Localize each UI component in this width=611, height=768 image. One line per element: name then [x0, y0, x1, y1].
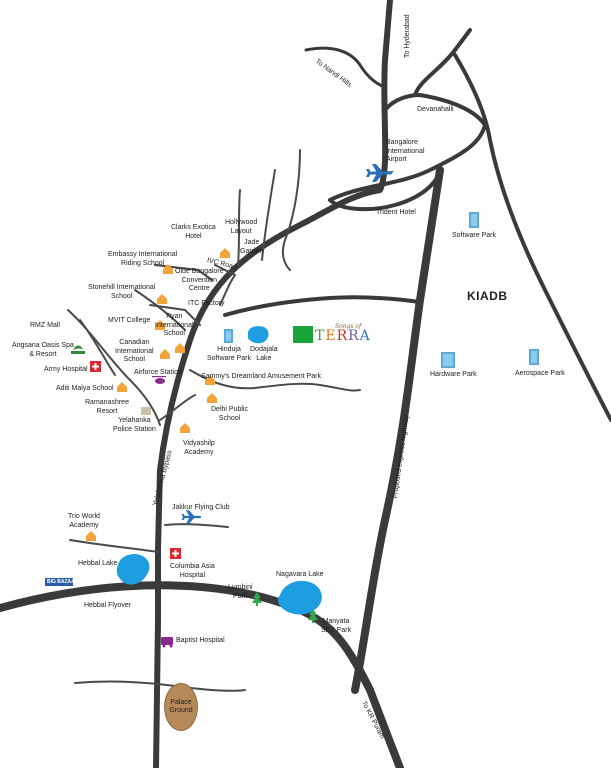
- airforce-helicopter-icon: [152, 376, 166, 384]
- label-hebbal-flyover: Hebbal Flyover: [84, 602, 132, 609]
- lumbini-park-tree-icon: [252, 592, 262, 606]
- software-park-building-icon: [469, 212, 479, 228]
- label-to-hyderabad: To Hyderabad: [404, 14, 411, 58]
- label-hardware-park: Hardware Park: [430, 371, 477, 378]
- logo-letter: A: [359, 328, 371, 344]
- road-proposed-highway: [351, 166, 444, 694]
- label-embassy-riding: Embassy International Riding School: [108, 251, 178, 267]
- road-east-2: [413, 48, 457, 97]
- logo-letter: R: [348, 328, 360, 344]
- label-itc-factory: ITC Factory: [188, 300, 225, 307]
- label-angsana: Angsana Oasis Spa & Resort: [12, 342, 74, 358]
- school-icon-sammys: [205, 375, 215, 385]
- label-aditi-malya: Aditi Malya School: [56, 385, 114, 392]
- logo-letter: T: [315, 328, 326, 344]
- label-olde-bangalore: Olde Bangalore Convention Centre: [175, 268, 224, 292]
- logo-letter: R: [336, 328, 349, 344]
- label-canadian-school: Canadian International School: [115, 339, 154, 363]
- baptist-hospital-icon: [161, 637, 173, 648]
- label-jade-garden: Jade Garden: [240, 239, 264, 255]
- label-palace-ground: Palace Ground: [169, 699, 193, 714]
- label-hinduja: Hinduja Software Park: [207, 346, 251, 362]
- label-dodajala: Dodajala Lake: [250, 346, 278, 362]
- palace-ground-marker: Palace Ground: [164, 683, 198, 731]
- spa-icon: [71, 345, 85, 354]
- label-stonehill: Stonehill International School: [88, 284, 156, 300]
- label-vidyashilp: Vidyashilp Academy: [183, 440, 215, 456]
- terra-logo-tagline: Songs of: [335, 323, 362, 330]
- label-columbia-asia: Columbia Asia Hospital: [170, 563, 215, 579]
- road-terra: [223, 295, 422, 317]
- label-ryan-school: Ryan International School: [155, 313, 194, 337]
- label-lumbini-park: Lumbini Park: [228, 584, 253, 600]
- label-ramanashree: Ramanashree Resort: [85, 399, 129, 415]
- label-aerospace-park: Aerospace Park: [515, 370, 565, 377]
- road-nandi-hills: [304, 46, 387, 89]
- police-station-icon: [141, 407, 151, 415]
- school-icon-embassy: [163, 264, 173, 274]
- school-icon-delhi: [207, 393, 217, 403]
- terra-location-marker: [293, 326, 313, 343]
- school-icon-vidyashilp: [180, 423, 190, 433]
- label-kiadb: KIADB: [467, 289, 508, 303]
- road-east-1: [453, 53, 611, 422]
- school-icon-mvit: [155, 320, 165, 330]
- army-hospital-icon: [90, 361, 101, 372]
- label-software-park: Software Park: [452, 232, 496, 239]
- road-hebbal-flyover: [0, 581, 404, 768]
- school-icon-canadian: [160, 349, 170, 359]
- label-bangalore-airport: Bangalore International Airport: [386, 139, 425, 163]
- nagavara-lake: [278, 580, 322, 615]
- school-icon-stonehill: [157, 294, 167, 304]
- hebbal-lake: [116, 554, 150, 585]
- big-bazaar-badge: [45, 578, 73, 586]
- jakkur-airplane-icon: [181, 510, 201, 524]
- hinduja-building-icon: [224, 329, 233, 343]
- airport-airplane-icon: [366, 164, 394, 182]
- school-icon-trio: [86, 531, 96, 541]
- aerospace-park-building-icon: [529, 349, 539, 365]
- school-icon-olde-bangalore: [220, 248, 230, 258]
- label-devanahalli: Devanahalli: [417, 106, 454, 113]
- label-sammys: Sammy's Dreamland Amusement Park: [201, 373, 321, 380]
- logo-letter: E: [325, 328, 337, 344]
- label-hebbal-lake: Hebbal Lake: [78, 560, 118, 567]
- label-trident-hotel: Trident Hotel: [376, 209, 416, 216]
- columbia-asia-hospital-icon: [170, 548, 181, 559]
- road-airport-link: [328, 170, 442, 212]
- label-hollywood-layout: Hollywood Layout: [225, 219, 258, 235]
- label-clarks-exotica: Clarks Exotica Hotel: [171, 224, 216, 240]
- school-icon-ryan: [175, 343, 185, 353]
- label-mvit-college: MVIT College: [108, 317, 151, 324]
- hardware-park-building-icon: [441, 352, 455, 368]
- dodajala-lake: [248, 326, 269, 344]
- road-airport-main: [153, 0, 393, 768]
- label-airforce-station: Airforce Station: [134, 369, 182, 376]
- label-manyata: Manyata SEZ Park: [321, 618, 351, 634]
- label-trio-world: Trio World Academy: [68, 513, 100, 529]
- label-jakkur: Jakkur Flying Club: [172, 504, 230, 511]
- terra-logo-wordmark: TERRA: [315, 328, 371, 344]
- label-delhi-public: Delhi Public School: [211, 406, 248, 422]
- label-army-hospital: Army Hospital: [44, 366, 88, 373]
- label-baptist-hospital: Baptist Hospital: [176, 637, 225, 644]
- label-rmz-mall: RMZ Mall: [30, 322, 60, 329]
- terra-logo: Songs of TERRA: [315, 323, 371, 344]
- label-yelahanka-police: Yelahanka Police Station: [113, 417, 156, 433]
- school-icon-aditi: [117, 382, 127, 392]
- road-east-3: [453, 28, 472, 52]
- label-nagavara-lake: Nagavara Lake: [276, 571, 324, 578]
- label-big-bazaar: BIG BAZAAR: [47, 579, 79, 585]
- manyata-tree-icon: [308, 609, 318, 623]
